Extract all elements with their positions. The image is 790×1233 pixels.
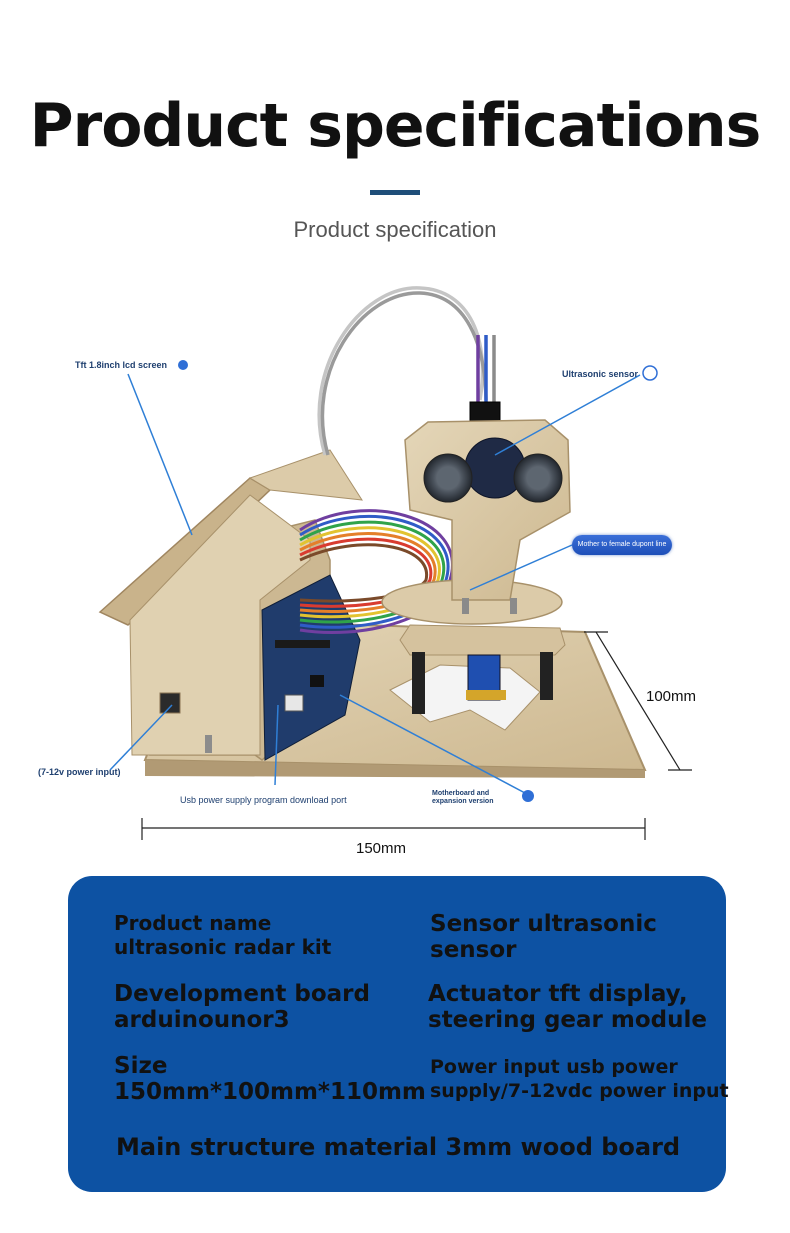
- spec-sensor-value: sensor: [430, 937, 517, 963]
- spec-material: Main structure material 3mm wood board: [116, 1133, 681, 1161]
- page-title: Product specifications: [29, 91, 762, 161]
- house-enclosure: [98, 449, 363, 761]
- spec-power: Power input usb power supply/7-12vdc pow…: [430, 1055, 729, 1103]
- spec-panel: [68, 876, 726, 1192]
- ribbon-cable: [299, 509, 454, 634]
- callout-usb-port: Usb power supply program download port: [180, 795, 347, 805]
- spec-size: Size 150mm*100mm*110mm: [114, 1053, 426, 1105]
- callout-motherboard: Motherboard and expansion version: [432, 790, 494, 805]
- spec-actuator-value: steering gear module: [428, 1007, 707, 1033]
- spec-actuator: Actuator tft display, steering gear modu…: [428, 981, 707, 1033]
- spec-power-label: Power input usb power: [430, 1056, 678, 1078]
- spec-dev-board: Development board arduinounor3: [114, 981, 370, 1033]
- dupont-wire: [317, 286, 501, 456]
- spec-size-value: 150mm*100mm*110mm: [114, 1079, 426, 1105]
- spec-size-label: Size: [114, 1053, 168, 1079]
- spec-actuator-label: Actuator tft display,: [428, 981, 688, 1007]
- product-illustration: [98, 286, 692, 840]
- callout-power-input: (7-12v power input): [38, 767, 121, 777]
- callout-dupont-line: Mother to female dupont line: [572, 535, 672, 555]
- callout-dots: [178, 360, 658, 802]
- dimension-height: 100mm: [646, 688, 697, 705]
- spec-power-value: supply/7-12vdc power input: [430, 1080, 729, 1102]
- title-accent-bar: [370, 190, 420, 195]
- callout-lines: [109, 373, 641, 794]
- spec-dev-board-label: Development board: [114, 981, 370, 1007]
- spec-product-name-value: ultrasonic radar kit: [114, 935, 332, 959]
- spec-sensor-label: Sensor ultrasonic: [430, 911, 657, 937]
- callout-tft-screen: Tft 1.8inch lcd screen: [75, 360, 168, 370]
- spec-product-name: Product name ultrasonic radar kit: [114, 911, 331, 959]
- dimension-lines: [141, 631, 692, 840]
- callout-ultrasonic-sensor: Ultrasonic sensor: [562, 369, 639, 379]
- spec-product-name-label: Product name: [114, 911, 272, 935]
- page-subtitle: Product specification: [293, 217, 497, 242]
- spec-dev-board-value: arduinounor3: [114, 1007, 290, 1033]
- spec-sensor: Sensor ultrasonic sensor: [430, 911, 657, 963]
- dimension-width: 150mm: [356, 840, 407, 857]
- sensor-head: [404, 419, 571, 614]
